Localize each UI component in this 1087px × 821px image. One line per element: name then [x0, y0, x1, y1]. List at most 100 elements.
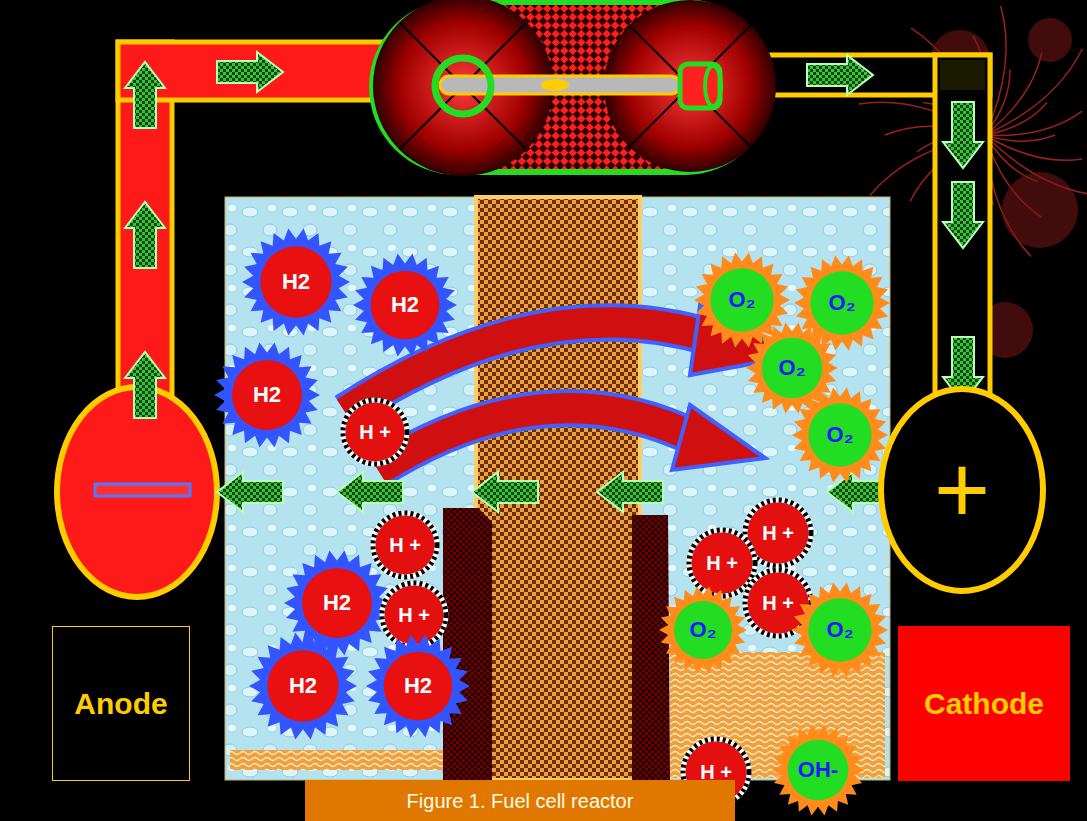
cathode-label-box: Cathode [898, 626, 1070, 781]
flow-arrow-head [672, 405, 765, 470]
molecule-core [384, 652, 453, 721]
species-label: H + [359, 421, 391, 443]
proton-ion: H + [339, 396, 411, 468]
piston-cylinder [705, 66, 721, 106]
wire-joint [940, 60, 985, 90]
label-box [53, 626, 190, 780]
species-label: H + [389, 534, 421, 556]
electron-arrow [807, 55, 873, 95]
molecule-core [260, 246, 331, 317]
hydrogen-molecule: H2 [351, 251, 459, 359]
molecule-core [267, 650, 338, 721]
species-label: OH- [798, 758, 838, 782]
electron-arrow [943, 182, 983, 248]
oxygen-molecule: O₂ [790, 385, 890, 485]
electron-arrow [943, 102, 983, 168]
species-label: H2 [253, 383, 281, 407]
ion-circle [373, 513, 437, 577]
figure-caption-box: Figure 1. Fuel cell reactor [305, 780, 735, 821]
polarity-sign: + [934, 437, 990, 543]
hydrogen-molecule: H2 [212, 340, 322, 450]
spiky-outline [792, 387, 888, 482]
firework-ray [985, 102, 1047, 135]
electron-arrow [472, 472, 538, 512]
spiky-outline [249, 633, 357, 740]
electrode-label: Anode [74, 687, 167, 720]
electron-arrow [217, 472, 283, 512]
cell-body [225, 197, 890, 780]
anode-label-box: Anode [52, 626, 190, 781]
piston-cylinder [680, 64, 720, 108]
piston-rod [440, 76, 680, 94]
firework-ray [985, 49, 1082, 135]
firework-burst [1002, 172, 1078, 248]
molecule-core [302, 568, 372, 638]
firework-ray [985, 111, 1082, 135]
electrode-label: Cathode [924, 687, 1044, 720]
spiky-outline [242, 229, 350, 336]
electron-arrow [337, 472, 403, 512]
species-label: H2 [404, 674, 432, 698]
electrolyte [225, 197, 890, 780]
spiky-outline [366, 635, 470, 738]
cathode-wire [760, 55, 990, 95]
motor-device [372, 0, 776, 176]
molecule-core [788, 740, 849, 801]
oxygen-molecule: O₂ [657, 584, 749, 676]
spiky-outline [772, 724, 864, 815]
flow-arrow [378, 408, 695, 470]
cathode-oval [881, 389, 1043, 591]
electron-arrow [597, 472, 663, 512]
molecule-core [808, 403, 871, 466]
flow-arrow-outline [378, 408, 695, 470]
species-label: H2 [391, 293, 419, 317]
electron-arrow [125, 62, 165, 128]
electron-arrow [217, 52, 283, 92]
ion-circle [382, 583, 446, 647]
species-label: H2 [323, 591, 351, 615]
rod-ring [435, 58, 491, 114]
ion-border [382, 583, 446, 647]
rod-joint [541, 79, 569, 91]
label-box [898, 626, 1070, 781]
proton-ion: H + [369, 509, 441, 581]
species-label: H2 [282, 270, 310, 294]
species-label: O₂ [827, 423, 854, 447]
molecule-core [710, 268, 773, 331]
anode-wire [118, 42, 172, 402]
species-label: H + [398, 604, 430, 626]
electron-arrow [125, 202, 165, 268]
firework-ray [985, 53, 1042, 135]
hydrogen-molecule: H2 [247, 630, 359, 742]
anode-catalyst-layer [230, 750, 445, 770]
hydrogen-molecule: H2 [364, 632, 472, 740]
spiky-outline [353, 254, 457, 357]
oxygen-molecule: O₂ [790, 580, 890, 680]
electron-flow-arrows [125, 52, 983, 512]
ion-border [343, 400, 407, 464]
anode-wire [118, 42, 408, 100]
species-label: O₂ [829, 291, 856, 315]
spiky-outline [792, 582, 888, 677]
ion-circle [689, 530, 755, 596]
hydroxide-ion: OH- [770, 722, 866, 818]
ion-circle [343, 400, 407, 464]
species-label: O₂ [827, 618, 854, 642]
molecule-core [674, 601, 732, 659]
spiky-outline [659, 586, 747, 673]
species-label: O₂ [779, 356, 806, 380]
electron-arrow [125, 352, 165, 418]
molecule-core [762, 338, 823, 399]
spiky-outline [214, 343, 320, 448]
anode-plate [443, 508, 492, 780]
cathode-electrode: + [877, 385, 1047, 595]
species-label: H2 [289, 674, 317, 698]
species-label: H + [762, 592, 794, 614]
molecule-core [371, 271, 440, 340]
figure-caption: Figure 1. Fuel cell reactor [407, 790, 634, 812]
molecule-core [808, 598, 871, 661]
species-label: O₂ [729, 288, 756, 312]
species-label: H + [762, 522, 794, 544]
